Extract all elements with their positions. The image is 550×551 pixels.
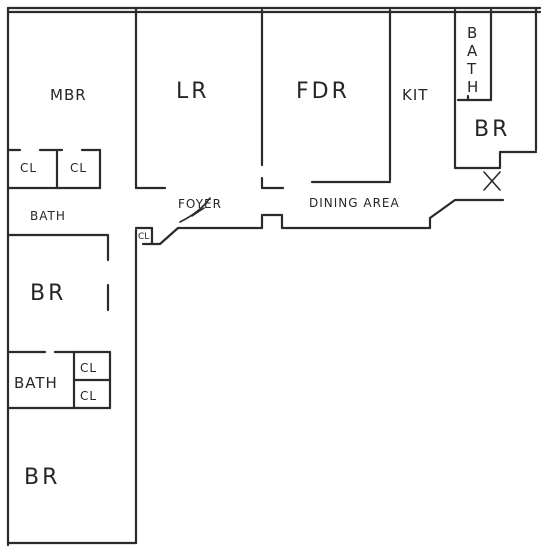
label-bath-vertical-h: H <box>467 78 479 96</box>
label-cl-4: CL <box>80 389 97 403</box>
label-mbr: MBR <box>50 86 87 104</box>
label-lr: LR <box>176 79 210 104</box>
label-cl-foyer: CL <box>138 232 149 242</box>
label-cl-1: CL <box>20 161 37 175</box>
left-wing-walls <box>6 148 112 410</box>
top-partitions <box>134 8 538 190</box>
label-dining-area: DINING AREA <box>309 196 400 210</box>
label-cl-3: CL <box>80 361 97 375</box>
corridor-walls <box>134 171 505 246</box>
label-bath-vertical-t: T <box>466 60 477 78</box>
label-bath-vertical-b: B <box>467 24 478 42</box>
label-bath-upper-left: BATH <box>30 209 66 223</box>
label-br-bottom-left: BR <box>24 465 60 490</box>
room-labels: MBR LR FDR KIT B A T H BR CL CL BATH FOY… <box>14 24 510 490</box>
outer-walls <box>6 6 542 547</box>
label-br-mid-left: BR <box>30 281 66 306</box>
label-foyer: FOYER <box>178 197 222 211</box>
label-br-top-right: BR <box>474 117 510 142</box>
label-cl-2: CL <box>70 161 87 175</box>
label-bath-vertical-a: A <box>467 42 478 60</box>
label-fdr: FDR <box>296 79 350 104</box>
label-bath-lower-left: BATH <box>14 374 58 392</box>
label-kit: KIT <box>402 86 428 104</box>
